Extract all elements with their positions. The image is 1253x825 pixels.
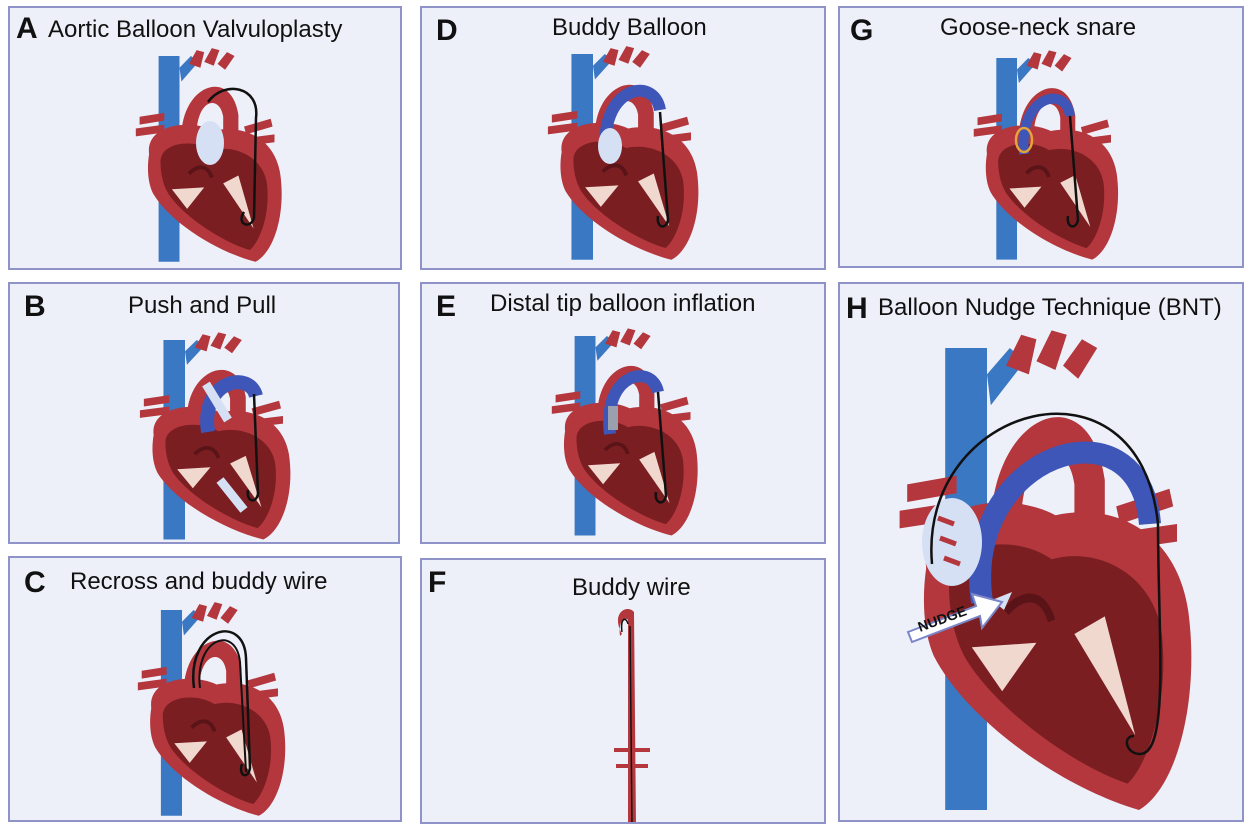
aorta-shape bbox=[618, 609, 636, 824]
heart-illustration bbox=[10, 8, 402, 270]
panel-c: C Recross and buddy wire bbox=[8, 556, 402, 822]
panel-b: B Push and Pull bbox=[8, 282, 400, 544]
aorta-illustration bbox=[422, 560, 826, 824]
distal-balloon-shape bbox=[608, 406, 618, 430]
panel-g: G Goose-neck snare bbox=[838, 6, 1244, 268]
panel-h: H Balloon Nudge Technique (BNT) NUDGE bbox=[838, 282, 1244, 822]
heart-illustration bbox=[422, 8, 826, 270]
balloon-shape bbox=[196, 121, 224, 165]
heart-illustration bbox=[10, 284, 400, 544]
panel-f: F Buddy wire bbox=[420, 558, 826, 824]
heart-illustration bbox=[10, 558, 402, 822]
heart-illustration bbox=[422, 284, 826, 544]
heart-illustration bbox=[840, 8, 1244, 268]
balloon-shape bbox=[598, 128, 622, 164]
panel-e: E Distal tip balloon inflation bbox=[420, 282, 826, 544]
panel-d: D Buddy Balloon bbox=[420, 6, 826, 270]
heart-illustration: NUDGE bbox=[840, 284, 1244, 822]
panel-a: A Aortic Balloon Valvuloplasty bbox=[8, 6, 402, 270]
